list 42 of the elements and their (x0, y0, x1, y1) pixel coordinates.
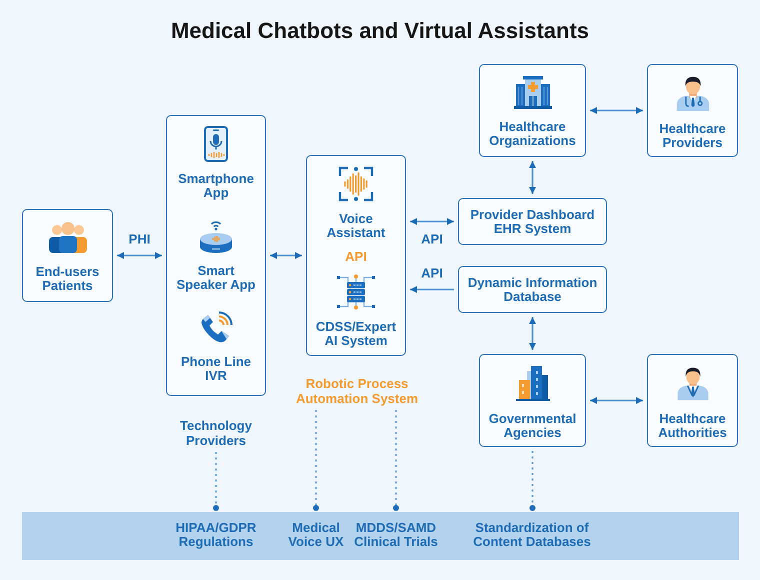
dotted-line-with-dot (530, 451, 536, 511)
node-label: Phone Line IVR (180, 355, 252, 383)
footer-band (22, 512, 739, 560)
node-label: Smartphone App (177, 172, 255, 200)
node-label: CDSS/Expert AI System (314, 320, 398, 348)
node-label: Voice Assistant (326, 212, 386, 240)
double-arrow (529, 161, 536, 194)
band-label: MDDS/SAMD Clinical Trials (353, 521, 439, 549)
double-arrow (590, 397, 643, 404)
node-label: End-users Patients (34, 265, 100, 293)
diagram-title: Medical Chatbots and Virtual Assistants (170, 17, 590, 45)
band-label: Medical Voice UX (287, 521, 345, 549)
rounded-box (479, 64, 586, 157)
double-arrow (529, 317, 536, 350)
rounded-box (647, 64, 738, 157)
node-label: Provider Dashboard EHR System (469, 208, 596, 236)
double-arrow (410, 218, 454, 225)
node-label: Dynamic Information Database (466, 276, 598, 304)
rounded-box (306, 155, 406, 356)
caption-text: Technology Providers (161, 418, 271, 448)
dotted-line-with-dot (393, 410, 399, 511)
rounded-box (166, 115, 266, 396)
node-label: Healthcare Organizations (488, 120, 577, 148)
rounded-box (458, 198, 607, 245)
rounded-box (22, 209, 113, 302)
band-label: HIPAA/GDPR Regulations (174, 521, 258, 549)
double-arrow (270, 252, 302, 259)
node-label: Smart Speaker App (176, 264, 256, 292)
dotted-line-with-dot (313, 410, 319, 511)
band-label: Standardization of Content Databases (472, 521, 592, 549)
rounded-box (458, 266, 607, 313)
rounded-box (647, 354, 738, 447)
rounded-box (479, 354, 586, 447)
node-label: Healthcare Authorities (657, 412, 728, 440)
arrow (410, 286, 454, 293)
node-label: Governmental Agencies (488, 412, 578, 440)
double-arrow (117, 252, 162, 259)
double-arrow (590, 107, 643, 114)
node-label: API (345, 250, 367, 264)
dotted-line-with-dot (213, 452, 219, 511)
caption-text: Robotic Process Automation System (280, 376, 434, 406)
node-label: Healthcare Providers (658, 122, 727, 150)
